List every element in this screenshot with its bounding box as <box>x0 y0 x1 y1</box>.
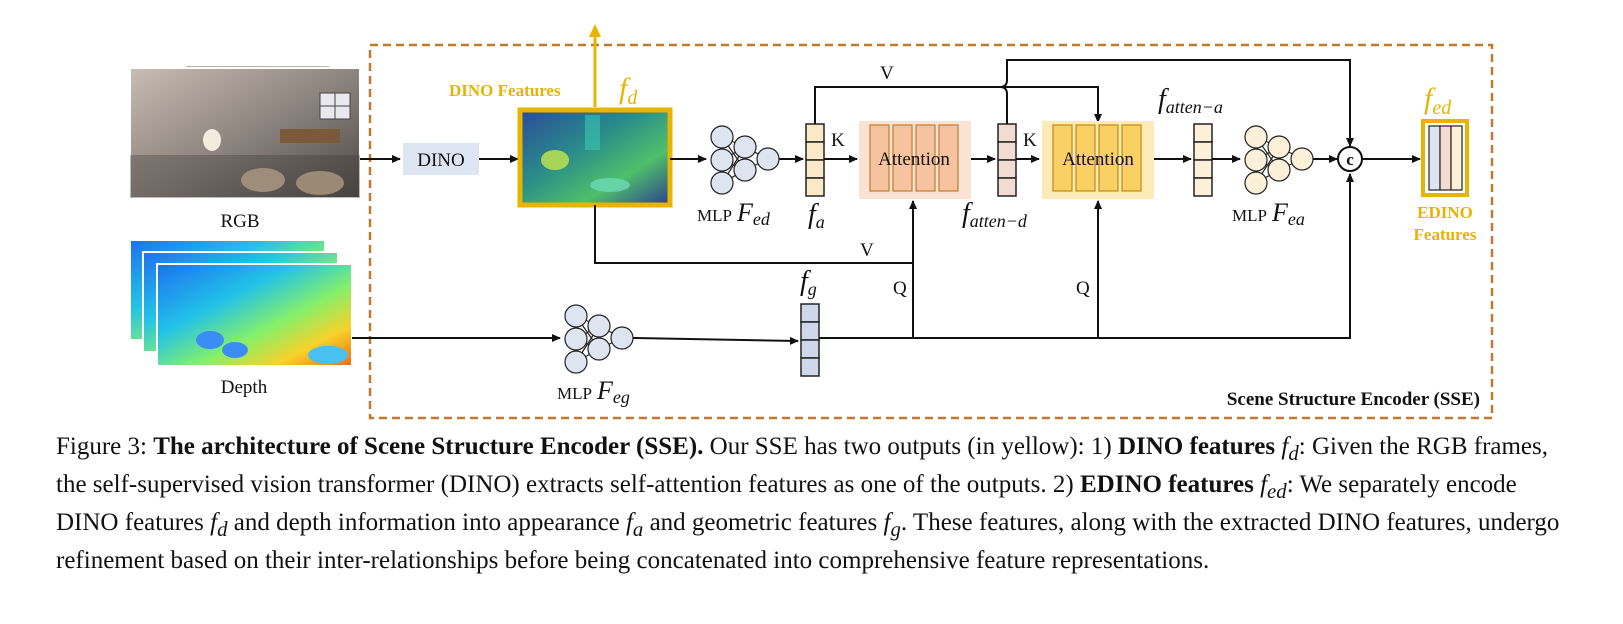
caption-fig-num: Figure 3: <box>56 433 154 460</box>
fa-vector <box>805 123 825 197</box>
dino-box-label: DINO <box>417 150 465 171</box>
sse-frame <box>368 43 1494 420</box>
caption-title: The architecture of Scene Structure Enco… <box>153 433 704 460</box>
depth-label: Depth <box>221 377 268 398</box>
fd-label: fd <box>619 72 638 109</box>
caption-text-1: Our SSE has two outputs (in yellow): 1) <box>703 433 1118 460</box>
caption-bold-dino-features: DINO features <box>1117 433 1276 460</box>
caption-sub-ed: ed <box>1267 479 1287 503</box>
caption-sub-d-2: d <box>217 517 228 541</box>
caption-var-fed: f <box>1260 471 1268 498</box>
mlp-ea-network-icon <box>1244 125 1314 195</box>
caption-var-fd: f <box>1281 433 1289 460</box>
sse-diagram: Scene Structure Encoder (SSE) RGB Depth … <box>129 24 1494 420</box>
figure-caption: Figure 3: The architecture of Scene Stru… <box>56 431 1571 577</box>
caption-var-fg: f <box>883 509 891 536</box>
fed-label: fed <box>1424 82 1452 119</box>
caption-text-6: . These features, along with the extract… <box>56 509 1560 574</box>
edino-features-label-line2: Features <box>1414 225 1477 244</box>
rgb-frames-image <box>129 64 361 199</box>
sse-title: Scene Structure Encoder (SSE) <box>1227 389 1480 410</box>
edino-features-label-line1: EDINO <box>1417 203 1473 222</box>
caption-sub-d: d <box>1288 441 1299 465</box>
mlp-ed-network-icon <box>710 125 780 195</box>
caption-text-4: and depth information into appearance <box>227 509 626 536</box>
caption-sub-a: a <box>632 517 644 541</box>
caption-sub-g: g <box>890 517 901 541</box>
f-atten-d-to-concat-line <box>999 59 1354 147</box>
f-atten-a-label: fatten−a <box>1158 84 1223 117</box>
caption-text-2: : Given the RGB frames, the self-supervi… <box>56 433 1549 498</box>
fed-columns <box>1428 125 1463 191</box>
v-top-line <box>814 86 1102 124</box>
fg-label: fg <box>800 266 817 299</box>
v-mid-line <box>594 205 913 264</box>
q2-label: Q <box>1076 278 1090 299</box>
v-mid-label: V <box>860 240 874 261</box>
f-atten-d-label: fatten−d <box>962 198 1028 231</box>
v-top-label: V <box>880 63 894 84</box>
attention1-label: Attention <box>878 149 950 170</box>
q1-label: Q <box>893 278 907 299</box>
caption-text-5: and geometric features <box>643 509 884 536</box>
mlp-eg-network-icon <box>564 304 634 374</box>
dino-box <box>403 143 479 175</box>
attention2-block <box>1052 124 1142 192</box>
attention2-label: Attention <box>1062 149 1134 170</box>
f-atten-a-vector <box>1193 123 1213 197</box>
caption-bold-edino-features: EDINO features <box>1080 471 1254 498</box>
caption-var-fa: f <box>625 509 633 536</box>
concat-symbol: c <box>1346 150 1354 169</box>
mlp-eg-to-fg-arrow <box>632 336 799 345</box>
fg-bus-line <box>819 173 1354 339</box>
rgb-label: RGB <box>220 211 259 232</box>
caption-text-3: : We separately encode DINO features <box>56 471 1517 536</box>
f-atten-d-vector <box>997 123 1017 197</box>
fa-label: fa <box>808 199 825 232</box>
depth-frames-image <box>129 239 353 367</box>
attention1-block <box>869 124 959 192</box>
fg-vector <box>800 303 820 377</box>
dino-features-label: DINO Features <box>449 81 561 100</box>
k2-label: K <box>1023 130 1037 151</box>
caption-var-fd-2: f <box>210 509 218 536</box>
k1-label: K <box>831 130 845 151</box>
